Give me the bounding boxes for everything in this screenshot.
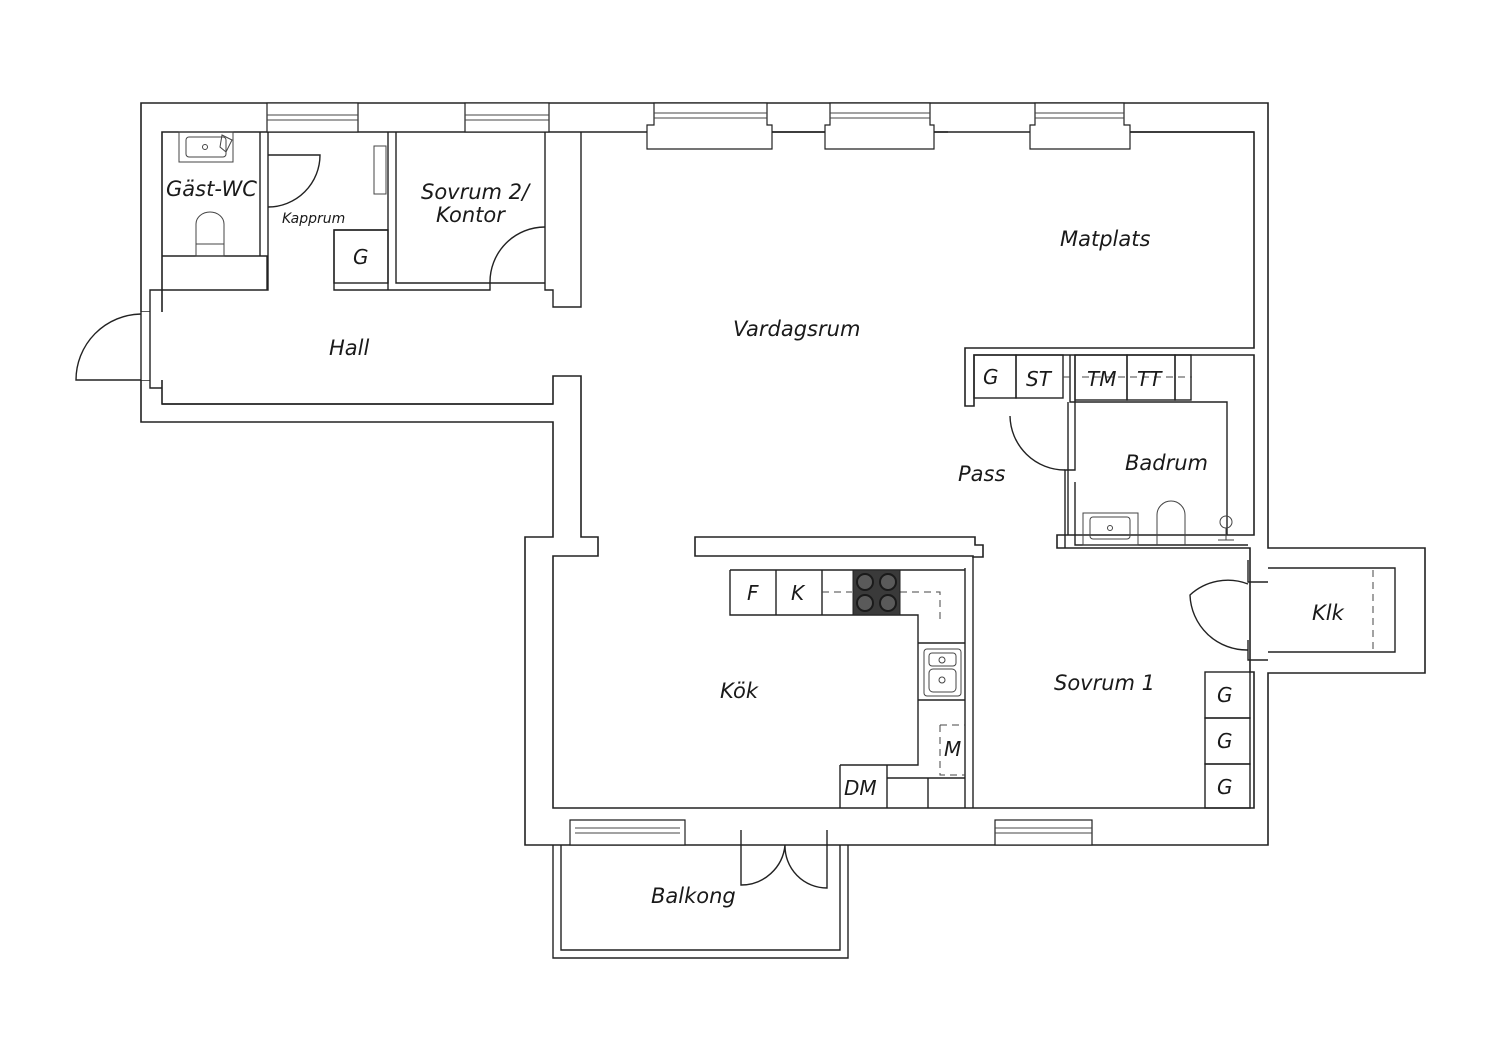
label-wardrobe-pass: G xyxy=(983,365,999,389)
label-freezer: F xyxy=(747,581,759,605)
wall-bedroom2 xyxy=(490,132,582,308)
label-wardrobe-hall: G xyxy=(353,245,369,269)
label-wardrobe-bed1-a: G xyxy=(1217,683,1233,707)
bedroom1-wardrobes xyxy=(1204,671,1251,809)
wall-guest-wc xyxy=(162,132,269,291)
wall-walkin xyxy=(1247,560,1396,661)
label-balcony: Balkong xyxy=(651,884,736,908)
label-drying-cabinet: ST xyxy=(1026,367,1053,391)
label-wardrobe-bed1-c: G xyxy=(1217,775,1233,799)
label-tumble-dryer: TT xyxy=(1137,367,1163,391)
wall-kitchen-top xyxy=(694,536,984,558)
balcony xyxy=(552,845,849,959)
kitchen-counters xyxy=(729,569,965,808)
doors xyxy=(75,154,1249,889)
label-fridge: K xyxy=(791,581,806,605)
label-bedroom2-line1: Sovrum 2/ xyxy=(421,180,531,204)
label-living: Vardagsrum xyxy=(733,317,860,341)
guest-wc-fixtures xyxy=(178,131,234,257)
cooktop xyxy=(852,569,901,616)
wall-kitchen-right xyxy=(964,557,974,808)
label-passage: Pass xyxy=(958,462,1005,486)
laundry-units xyxy=(973,354,1192,401)
label-hall: Hall xyxy=(329,336,369,360)
label-dining: Matplats xyxy=(1060,227,1150,251)
label-kitchen: Kök xyxy=(720,679,759,703)
kitchen-sink xyxy=(923,648,962,697)
label-washing-machine: TM xyxy=(1087,367,1116,391)
label-bathroom: Badrum xyxy=(1125,451,1208,475)
hall-wardrobe xyxy=(333,229,389,284)
windows-top xyxy=(266,102,1131,150)
bathroom-fixtures xyxy=(1082,500,1234,546)
wall-bathroom xyxy=(1064,355,1248,548)
hall-rail xyxy=(373,145,387,195)
label-bedroom1: Sovrum 1 xyxy=(1054,671,1155,695)
label-guest-wc: Gäst-WC xyxy=(166,177,257,201)
label-bedroom2-line2: Kontor xyxy=(436,203,506,227)
label-walkin: Klk xyxy=(1312,601,1345,625)
label-cloakroom: Kapprum xyxy=(282,211,345,227)
label-microwave: M xyxy=(944,737,961,761)
windows-bottom xyxy=(569,819,1093,846)
label-dishwasher: DM xyxy=(844,776,877,800)
label-wardrobe-bed1-b: G xyxy=(1217,729,1233,753)
